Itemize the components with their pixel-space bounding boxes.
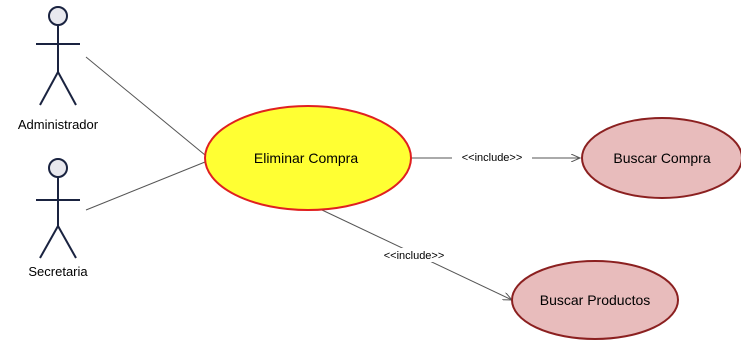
use-case-eliminar-compra[interactable]: Eliminar Compra bbox=[204, 105, 412, 211]
use-case-ellipse bbox=[204, 105, 412, 211]
use-case-buscar-compra[interactable]: Buscar Compra bbox=[581, 117, 741, 199]
include-label-buscar-productos: <<include>> bbox=[384, 250, 445, 262]
use-case-label-eliminar-compra: Eliminar Compra bbox=[254, 150, 358, 166]
association-secretaria-eliminar bbox=[85, 161, 206, 211]
use-case-label-buscar-productos: Buscar Productos bbox=[540, 292, 651, 308]
actor-label-secretaria: Secretaria bbox=[28, 264, 88, 279]
actor-secretaria[interactable]: Secretaria bbox=[28, 158, 88, 279]
include-label-bg-2 bbox=[374, 248, 454, 262]
actor-head-icon bbox=[48, 158, 68, 178]
association-admin-eliminar bbox=[85, 56, 206, 156]
use-case-buscar-productos[interactable]: Buscar Productos bbox=[511, 260, 679, 340]
actor-head-icon bbox=[48, 6, 68, 26]
actor-administrador[interactable]: Administrador bbox=[18, 6, 99, 132]
use-case-ellipse bbox=[581, 117, 741, 199]
use-case-label-buscar-compra: Buscar Compra bbox=[613, 150, 710, 166]
use-case-ellipse bbox=[511, 260, 679, 340]
include-label-bg-1 bbox=[452, 150, 532, 164]
actor-label-administrador: Administrador bbox=[18, 117, 99, 132]
include-label-buscar-compra: <<include>> bbox=[462, 152, 523, 164]
